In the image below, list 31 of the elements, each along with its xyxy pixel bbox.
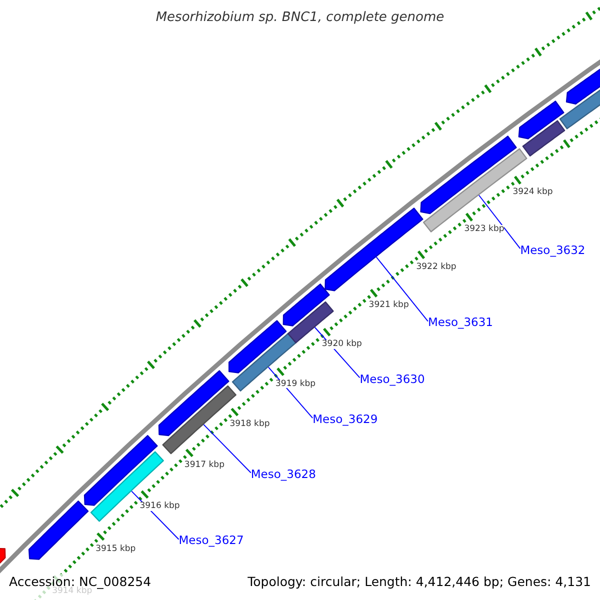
gene-bar (228, 320, 287, 374)
gene-bar (232, 333, 296, 392)
tick-label: 3915 kbp (96, 544, 136, 554)
tick-label: 3924 kbp (512, 188, 553, 197)
leader-line (478, 194, 521, 250)
gene-label: Meso_3631 (428, 317, 493, 329)
accession-text: Accession: NC_008254 (9, 576, 152, 588)
gene-bar (158, 370, 230, 436)
gene-label: Meso_3627 (178, 535, 244, 547)
gene-bar (566, 68, 600, 105)
gene-bar (28, 500, 89, 560)
tick-label: 3919 kbp (276, 380, 316, 388)
tick-label: 3920 kbp (322, 340, 362, 349)
tick-label: 3916 kbp (140, 502, 180, 511)
gene-label: Meso_3632 (520, 244, 586, 256)
tick-label: 3918 kbp (230, 420, 270, 429)
gene-bar (522, 120, 566, 156)
gene-label: Meso_3629 (312, 414, 378, 426)
tick-label: 3922 kbp (416, 262, 456, 272)
gene-bar (282, 284, 330, 326)
tick-label: 3923 kbp (464, 225, 504, 234)
gene-bar (90, 451, 164, 522)
tick-label: 3921 kbp (368, 301, 409, 310)
gene-label: Meso_3628 (250, 468, 316, 480)
leader-line (376, 256, 428, 322)
tick-label: 3917 kbp (184, 460, 224, 470)
genome-info-text: Topology: circular; Length: 4,412,446 bp; Genes: 4,131 (248, 576, 591, 588)
leader-line (203, 424, 252, 474)
gene-label: Meso_3630 (360, 374, 425, 386)
gene-bar (518, 100, 564, 140)
map-title: Mesorhizobium sp. BNC1, complete genome (154, 11, 446, 24)
